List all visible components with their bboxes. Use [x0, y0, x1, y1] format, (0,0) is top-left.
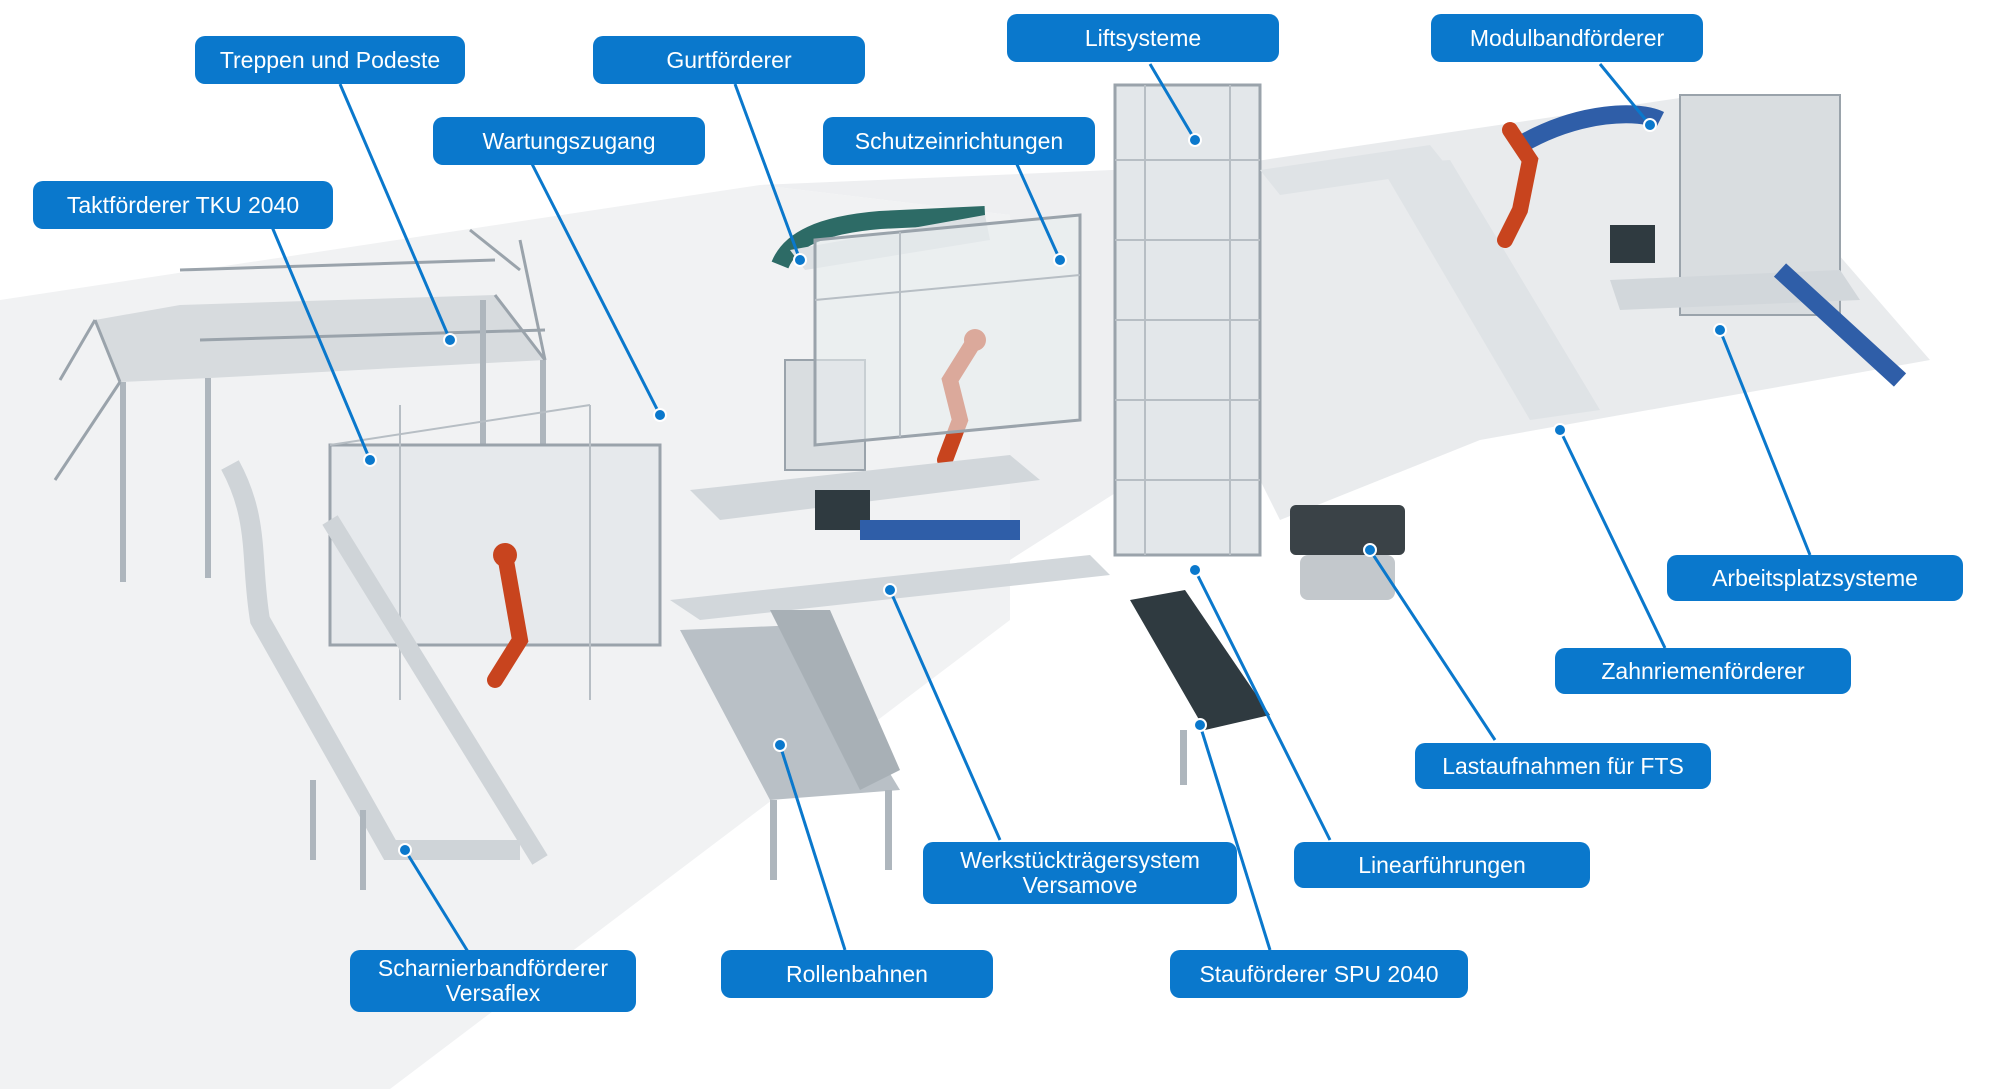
label-schutzeinrichtungen: Schutzeinrichtungen [823, 117, 1095, 165]
guarding-frame [813, 213, 1082, 447]
robot-cell-left [328, 404, 662, 700]
label-liftsysteme: Liftsysteme [1007, 14, 1279, 62]
lift-tower [1113, 83, 1262, 557]
label-linearfuehrungen: Linearführungen [1294, 842, 1590, 888]
label-staufoerderer-spu-2040: Stauförderer SPU 2040 [1170, 950, 1468, 998]
accumulation-conveyor [1130, 590, 1270, 785]
hinge-conveyor [221, 460, 548, 890]
label-taktfoerderer-tku-2040: Taktförderer TKU 2040 [33, 181, 333, 229]
label-modulbandfoerderer: Modulbandförderer [1431, 14, 1703, 62]
floor-center [760, 165, 1230, 560]
roller-conveyors [680, 610, 900, 880]
label-wartungszugang: Wartungszugang [433, 117, 705, 165]
label-werkstuecktraegersystem-versamove: Werkstückträgersystem Versamove [923, 842, 1237, 904]
label-scharnierbandfoerderer-versaflex: Scharnierbandförderer Versaflex [350, 950, 636, 1012]
label-rollenbahnen: Rollenbahnen [721, 950, 993, 998]
label-treppen-und-podeste: Treppen und Podeste [195, 36, 465, 84]
label-arbeitsplatzsysteme: Arbeitsplatzsysteme [1667, 555, 1963, 601]
modular-belt-area [1260, 94, 1907, 420]
label-lastaufnahmen-fuer-fts: Lastaufnahmen für FTS [1415, 743, 1711, 789]
agv-load-handler [1290, 505, 1405, 600]
label-gurtfoerderer: Gurtförderer [593, 36, 865, 84]
leader-lines [268, 63, 1812, 956]
label-zahnriemenfoerderer: Zahnriemenförderer [1555, 648, 1851, 694]
